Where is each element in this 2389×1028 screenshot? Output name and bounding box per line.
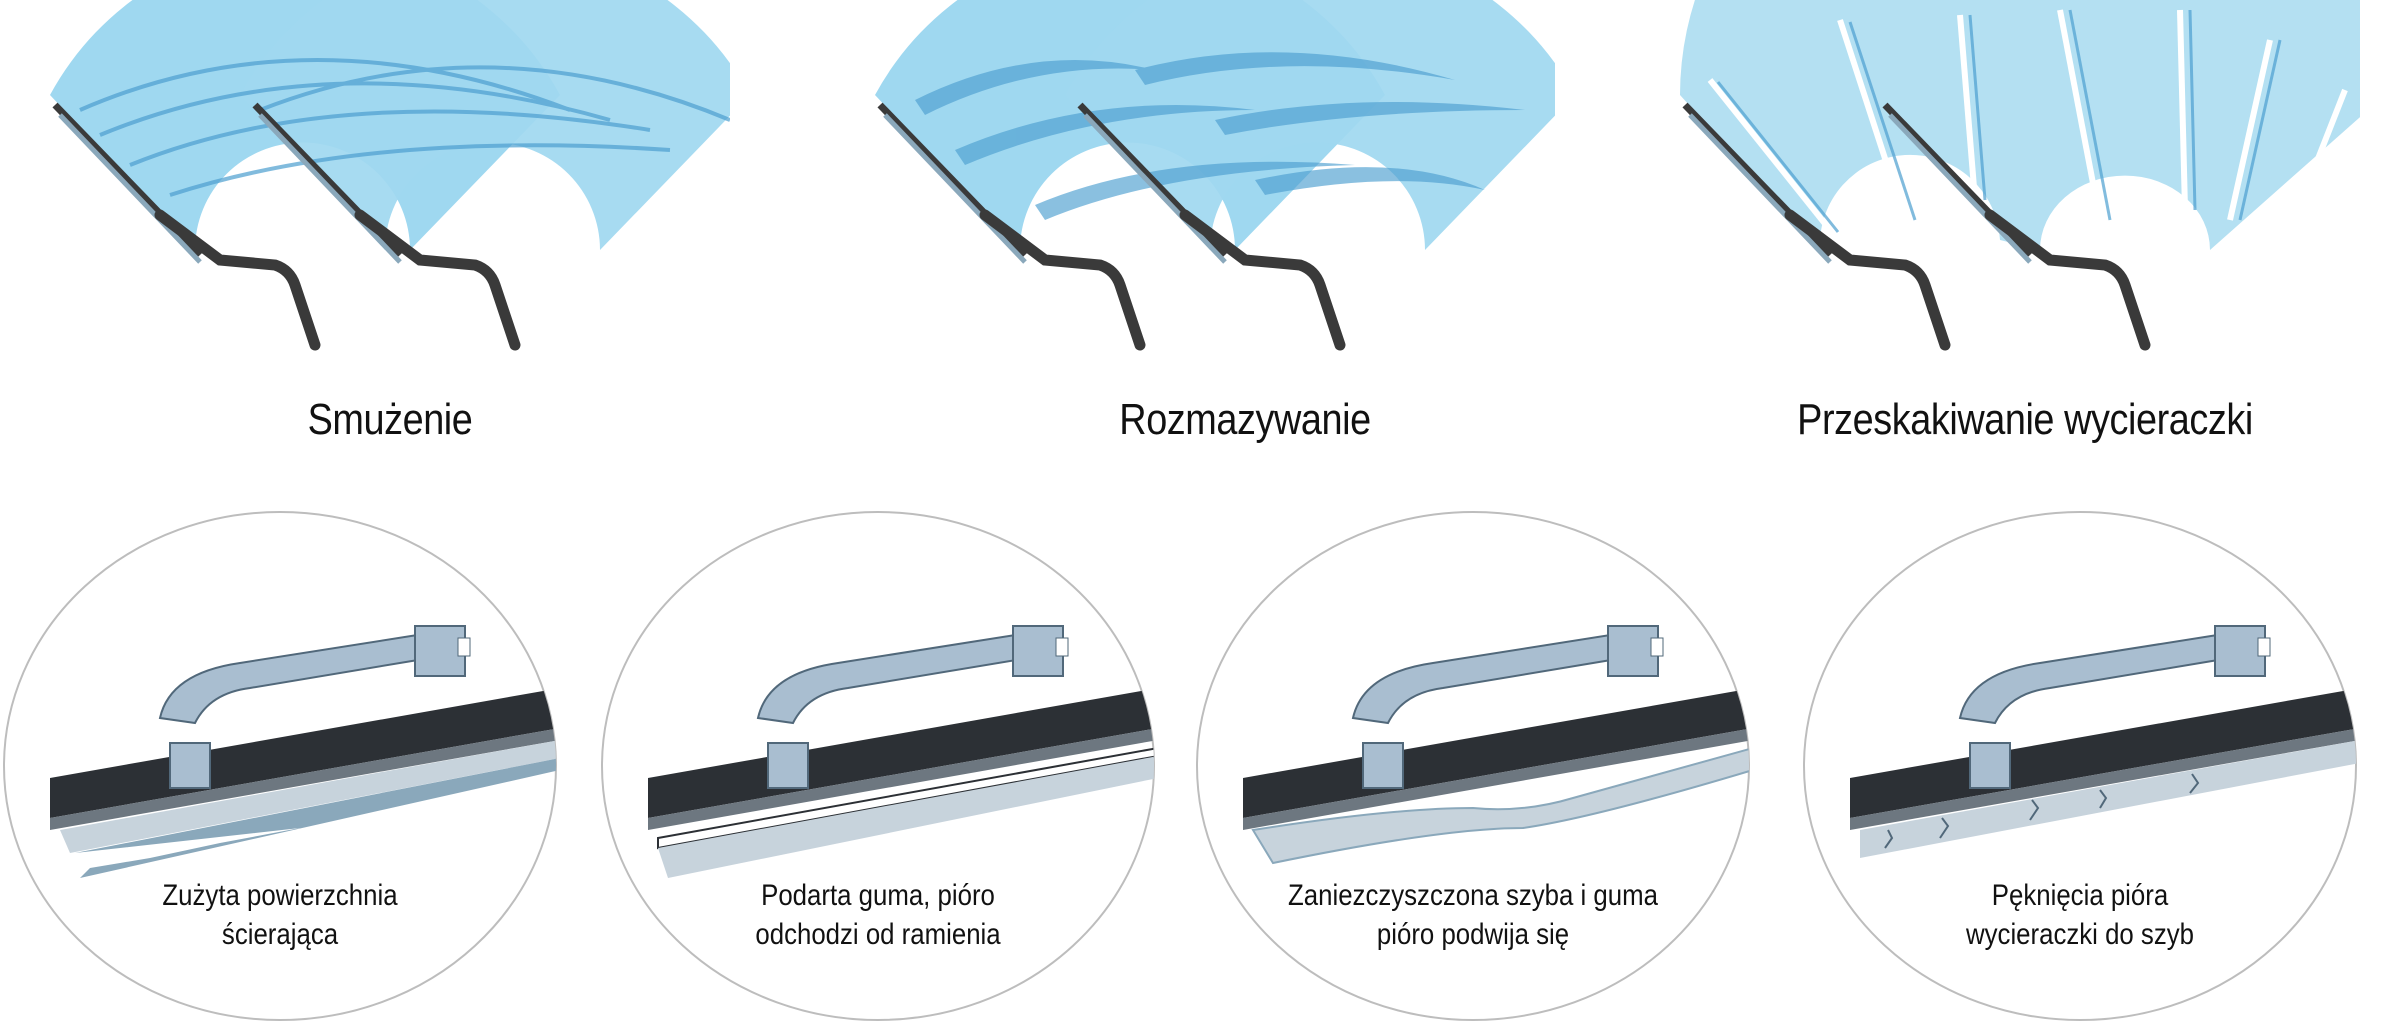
wiped-area-right xyxy=(1065,0,1555,250)
smearing-illustration xyxy=(875,0,1555,351)
wiped-area-right xyxy=(240,0,730,250)
wiper-blade-right xyxy=(1882,102,2151,351)
wiper-blade-left xyxy=(52,102,321,351)
wiper-blade-right xyxy=(1077,102,1346,351)
cracked-blade-illustration xyxy=(1803,511,2357,1021)
cause-label-folding: Zaniezczyszczona szyba i guma pióro podw… xyxy=(1275,876,1671,954)
detail-circle-folding: Zaniezczyszczona szyba i guma pióro podw… xyxy=(1193,508,1753,1024)
smear-marks xyxy=(915,52,1525,220)
crack-marks xyxy=(1884,773,2200,849)
chatter-illustration xyxy=(1680,0,2360,351)
detail-circle-cracked: Pęknięcia pióra wycieraczki do szyb xyxy=(1800,508,2360,1024)
streak-lines xyxy=(79,58,730,197)
cause-label-cracked: Pęknięcia pióra wycieraczki do szyb xyxy=(1882,876,2278,954)
detail-circle-torn: Podarta guma, pióro odchodzi od ramienia xyxy=(598,508,1158,1024)
worn-edge-blade-illustration xyxy=(3,511,557,1021)
chatter-lines xyxy=(1707,9,2348,232)
wiper-blade-left xyxy=(1682,102,1951,351)
cause-line-2: wycieraczki do szyb xyxy=(1966,918,2194,951)
cause-line-1: Zaniezczyszczona szyba i guma xyxy=(1288,879,1658,912)
torn-rubber-blade-illustration xyxy=(601,511,1155,1021)
streaking-illustration xyxy=(50,0,730,351)
wiper-panel-chatter xyxy=(1640,0,2360,380)
cause-line-2: pióro podwija się xyxy=(1376,918,1570,951)
chatter-shadows xyxy=(1716,9,2282,233)
cause-line-1: Podarta guma, pióro xyxy=(761,879,995,912)
folding-blade-illustration xyxy=(1196,511,1750,1021)
caption-smearing: Rozmazywanie xyxy=(1119,395,1371,444)
wiper-blade-left xyxy=(877,102,1146,351)
cause-label-worn: Zużyta powierzchnia ścierająca xyxy=(82,876,478,954)
wiper-panel-smearing xyxy=(835,0,1555,380)
cause-label-torn: Podarta guma, pióro odchodzi od ramienia xyxy=(680,876,1076,954)
cause-line-1: Pęknięcia pióra xyxy=(1991,879,2169,912)
cause-line-2: ścierająca xyxy=(221,918,339,951)
wiper-blade-right xyxy=(252,102,521,351)
caption-streaking: Smużenie xyxy=(307,395,473,444)
wiper-panel-streaking xyxy=(10,0,730,380)
detail-circle-worn: Zużyta powierzchnia ścierająca xyxy=(0,508,560,1024)
caption-chatter: Przeskakiwanie wycieraczki xyxy=(1797,395,2253,444)
cause-line-1: Zużyta powierzchnia xyxy=(162,879,398,912)
cause-line-2: odchodzi od ramienia xyxy=(755,918,1001,951)
